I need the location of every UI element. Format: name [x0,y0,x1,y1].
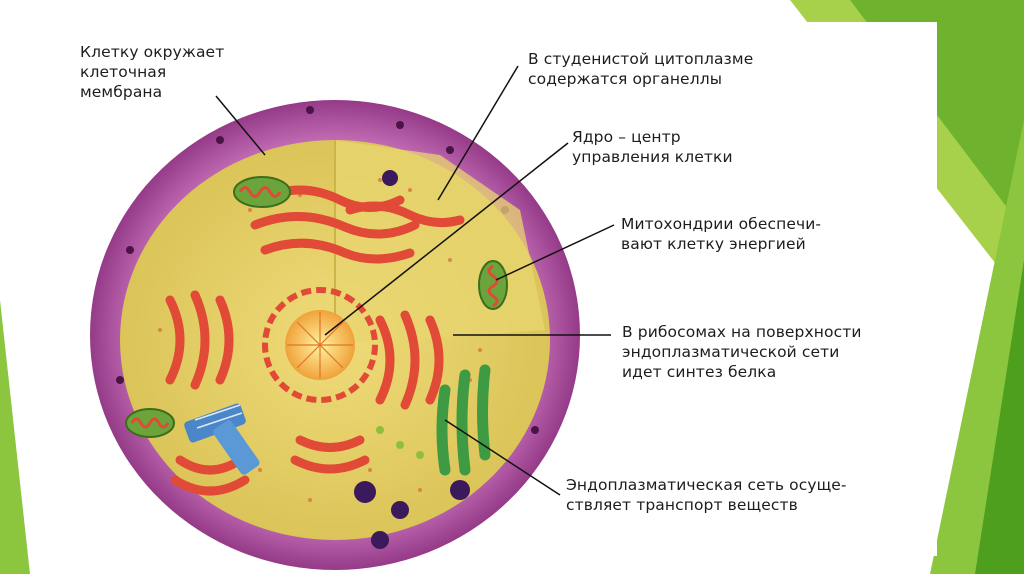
nuclear-envelope [262,287,378,403]
centrioles [184,403,260,475]
label-cell-membrane: Клетку окружает клеточная мембрана [80,43,225,101]
label-endoplasmic-reticulum: Эндоплазматическая сеть осуще- ствляет т… [566,476,847,514]
leader-lines [215,65,615,496]
nucleolus-rays [287,312,353,378]
label-nucleus: Ядро – центр управления клетки [572,128,733,166]
cell-illustration [90,100,580,570]
label-mitochondria: Митохондрии обеспечи- вают клетку энерги… [621,215,822,253]
label-ribosomes: В рибосомах на поверхности эндоплазматич… [622,323,862,381]
label-cytoplasm: В студенистой цитоплазме содержатся орга… [528,50,754,88]
small-granules [376,426,424,459]
vesicles [354,170,470,549]
mitochondria [125,176,508,438]
